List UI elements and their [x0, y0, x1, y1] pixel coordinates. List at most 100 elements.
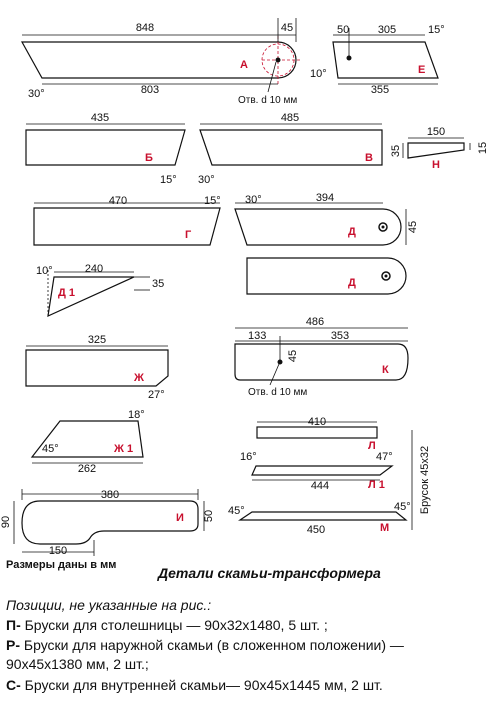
part-i-left-dim: 90 — [0, 516, 12, 528]
notes-heading: Позиции, не указанные на рис.: — [6, 597, 211, 613]
brusok-label: Брусок 45х32 — [419, 446, 431, 514]
part-i: 380 90 50 150 И — [0, 489, 215, 557]
units-caption: Размеры даны в мм — [6, 559, 116, 571]
note-r-cont: 90х45х1380 мм, 2 шт.; — [6, 656, 149, 672]
part-i-top-dim: 380 — [101, 489, 119, 501]
part-zh1-bottom-dim: 262 — [78, 463, 96, 475]
part-a-label: А — [240, 59, 248, 71]
part-n-right-dim: 15 — [477, 142, 489, 154]
part-i-right-dim: 50 — [203, 510, 215, 522]
part-zh1: 18° 45° 262 Ж 1 — [30, 409, 145, 475]
part-d1-angle: 10° — [36, 265, 53, 277]
part-m: 45° 45° 450 М — [228, 501, 411, 536]
part-g-angle: 15° — [204, 195, 221, 207]
part-m-outline — [238, 511, 408, 521]
part-g-top-dim: 470 — [109, 195, 127, 207]
part-e-outline — [332, 41, 439, 79]
part-m-left-angle: 45° — [228, 505, 245, 517]
part-l-label: Л — [368, 440, 376, 452]
part-m-label: М — [380, 522, 389, 534]
part-a-right-dim: 45 — [281, 22, 293, 34]
part-k: 486 133 353 45 Отв. d 10 мм К — [234, 316, 409, 398]
part-zh-angle: 27° — [148, 389, 165, 401]
diagram-title: Детали скамьи-трансформера — [157, 565, 381, 581]
part-v-outline — [199, 129, 383, 166]
part-e-top-angle: 15° — [428, 24, 445, 36]
part-d-angle: 30° — [245, 194, 262, 206]
part-v-label: В — [365, 152, 373, 164]
notes-block: Позиции, не указанные на рис.: П- Бруски… — [6, 597, 404, 693]
part-d1-outline — [47, 276, 135, 318]
part-m-right-angle: 45° — [394, 501, 411, 513]
part-d-right-dim: 45 — [407, 221, 419, 233]
part-g-label: Г — [185, 229, 192, 241]
part-a-top-dim: 848 — [136, 22, 154, 34]
part-l1-right-angle: 47° — [376, 451, 393, 463]
part-e-left-angle: 10° — [310, 68, 327, 80]
part-zh1-top-angle: 18° — [128, 409, 145, 421]
part-zh-outline — [25, 349, 169, 387]
part-a-outline — [20, 41, 297, 79]
part-b: 435 15° Б — [25, 112, 186, 186]
part-l: 410 Л — [256, 416, 378, 452]
part-a-bottom-dim: 803 — [141, 84, 159, 96]
part-zh-top-dim: 325 — [88, 334, 106, 346]
part-d-label: Д — [348, 226, 356, 238]
part-g: 470 15° Г — [33, 195, 221, 246]
part-e: 50 305 15° 355 10° Е — [310, 24, 445, 96]
part-l-outline — [256, 426, 378, 439]
part-d-top-dim: 394 — [316, 192, 334, 204]
part-e-top-dim: 305 — [378, 24, 396, 36]
part-e-bottom-dim: 355 — [371, 84, 389, 96]
note-s: С- Бруски для внутренней скамьи— 90х45х1… — [6, 677, 383, 693]
part-b-outline — [25, 129, 186, 166]
part-i-bottom-dim: 150 — [49, 545, 67, 557]
part-i-label: И — [176, 512, 184, 524]
part-d-top: 30° 394 45 Д — [234, 192, 419, 246]
part-l1-label: Л 1 — [368, 479, 385, 491]
part-a-angle: 30° — [28, 88, 45, 100]
part-d2-label: Д — [348, 277, 356, 289]
part-l1-outline — [251, 465, 394, 476]
part-n-outline — [407, 142, 465, 159]
note-p: П- Бруски для столешницы — 90х32х1480, 5… — [6, 617, 328, 633]
part-l-top-dim: 410 — [308, 416, 326, 428]
part-v: 485 30° В — [198, 112, 383, 186]
part-n-label: Н — [432, 159, 440, 171]
part-k-height-dim: 45 — [287, 350, 299, 362]
part-m-bottom-dim: 450 — [307, 524, 325, 536]
part-k-right-dim: 353 — [331, 330, 349, 342]
part-k-total-dim: 486 — [306, 316, 324, 328]
part-d1-top-dim: 240 — [85, 263, 103, 275]
part-d-bottom: Д — [246, 257, 407, 295]
part-v-angle: 30° — [198, 174, 215, 186]
part-l1: 16° 47° 444 Л 1 — [240, 451, 394, 492]
part-d1: 10° 240 35 Д 1 — [36, 263, 164, 318]
part-n-left-dim: 35 — [390, 145, 402, 157]
part-b-top-dim: 435 — [91, 112, 109, 124]
part-k-outline — [234, 343, 409, 381]
part-b-label: Б — [145, 152, 153, 164]
part-k-left-dim: 133 — [248, 330, 266, 342]
part-zh-label: Ж — [133, 372, 144, 384]
part-k-label: К — [382, 364, 389, 376]
part-d-bottom-outline — [246, 257, 407, 295]
part-n-top-dim: 150 — [427, 126, 445, 138]
part-n: 150 35 15 Н — [390, 126, 489, 171]
part-zh1-left-angle: 45° — [42, 443, 59, 455]
part-a-hole — [275, 57, 281, 63]
part-l1-bottom-dim: 444 — [311, 480, 329, 492]
part-d1-label: Д 1 — [58, 287, 75, 299]
note-r: Р- Бруски для наружной скамьи (в сложенн… — [6, 637, 404, 653]
part-zh: 325 27° Ж — [25, 334, 169, 401]
brusok-note: Брусок 45х32 — [411, 430, 431, 530]
part-b-angle: 15° — [160, 174, 177, 186]
part-d-top-outline — [234, 208, 402, 246]
part-g-outline — [33, 207, 221, 246]
part-i-outline — [21, 500, 199, 545]
part-e-label: Е — [418, 64, 425, 76]
part-e-left-dim: 50 — [337, 24, 349, 36]
part-a: 848 45 803 30° А Отв. d 10 мм — [20, 18, 300, 106]
